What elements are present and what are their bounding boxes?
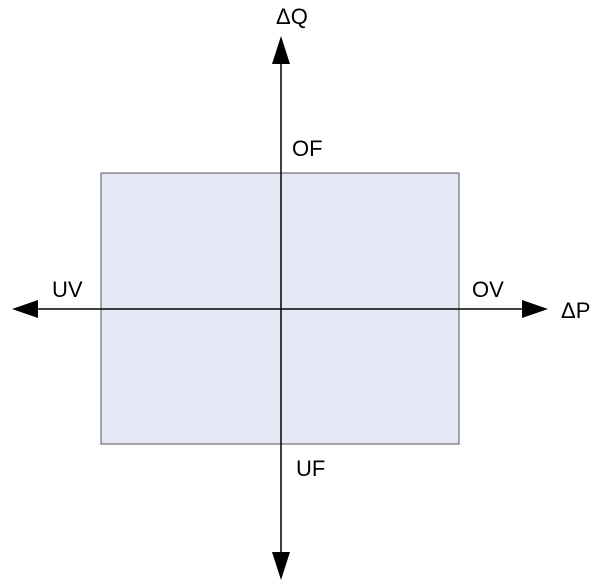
- ov-label: OV: [472, 277, 504, 302]
- of-label: OF: [292, 136, 323, 161]
- horizontal-axis-label: ΔP: [561, 298, 590, 323]
- horizontal-axis-left-arrow: [12, 300, 38, 318]
- horizontal-axis-right-arrow: [522, 300, 548, 318]
- vertical-axis-top-arrow: [272, 36, 290, 64]
- uf-label: UF: [296, 456, 325, 481]
- vertical-axis-label: ΔQ: [276, 4, 308, 29]
- vertical-axis-bottom-arrow: [272, 552, 290, 580]
- uv-label: UV: [52, 277, 83, 302]
